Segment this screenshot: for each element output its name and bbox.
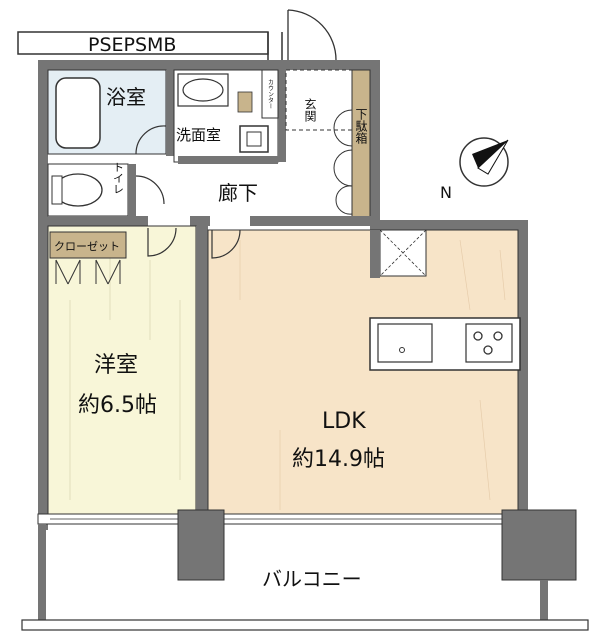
- ldk-label: LDK: [322, 409, 366, 434]
- toilet-label: トイレ: [112, 162, 125, 195]
- washroom-label: 洗面室: [176, 126, 221, 144]
- hallway-label: 廊下: [218, 181, 258, 205]
- bath-door[interactable]: [135, 125, 167, 155]
- compass-north-label: N: [440, 183, 452, 202]
- closet-label: クローゼット: [54, 240, 120, 253]
- western-room-size: 約6.5帖: [78, 393, 157, 418]
- ldk-door[interactable]: [211, 229, 241, 259]
- western-room-door[interactable]: [147, 227, 177, 257]
- bathtub: [55, 77, 101, 149]
- balcony-label: バルコニー: [262, 567, 362, 591]
- balcony-pillar-left: [177, 509, 225, 581]
- washroom-shelf: [237, 91, 253, 113]
- western-room-label: 洋室: [94, 353, 138, 378]
- entry-door[interactable]: [287, 9, 337, 61]
- compass: N: [440, 137, 509, 202]
- counter-label: カウンター: [267, 79, 274, 109]
- west-wall: [38, 60, 48, 530]
- counter: [261, 69, 279, 119]
- toilet-door[interactable]: [135, 175, 165, 205]
- ps-eps-mb-label: PSEPSMB: [88, 34, 176, 56]
- east-wall: [518, 220, 528, 520]
- washing-machine-pan: [239, 125, 269, 153]
- entrance: [285, 69, 353, 131]
- balcony-pillar-right: [501, 509, 577, 581]
- ps-eps-mb-shaft: PSEPSMB: [17, 31, 283, 62]
- balcony-railing: [21, 619, 589, 631]
- ldk-size: 約14.9帖: [292, 447, 385, 472]
- stove-burners: [473, 331, 503, 355]
- closet-doors-right[interactable]: [95, 259, 121, 285]
- shoe-box-label: 下駄箱: [354, 108, 368, 144]
- entrance-east-wall: [370, 60, 380, 230]
- ldk-north-wall: [370, 220, 528, 230]
- stove: [465, 323, 513, 363]
- shoe-box: [351, 69, 371, 219]
- entrance-label: 玄関: [303, 97, 317, 122]
- closet: [49, 231, 127, 259]
- bath-label: 浴室: [106, 85, 146, 109]
- closet-doors-left[interactable]: [55, 259, 81, 285]
- north-wall: [38, 60, 378, 70]
- ldk-room: [207, 229, 519, 515]
- kitchen-sink: [377, 323, 433, 363]
